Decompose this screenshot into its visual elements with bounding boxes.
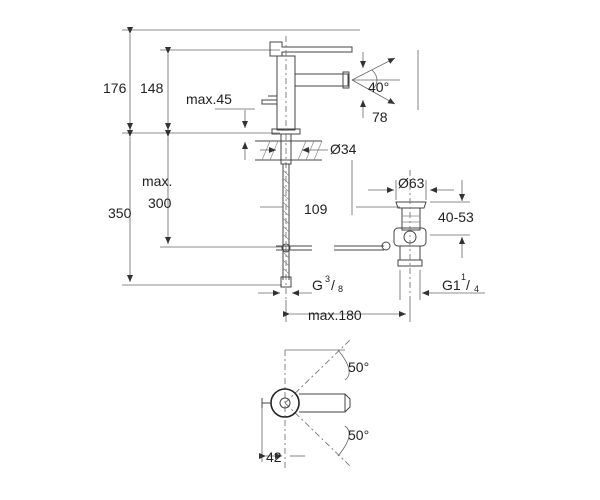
supply-hose bbox=[280, 164, 292, 288]
dim-109-line bbox=[260, 160, 400, 215]
label-34: Ø34 bbox=[330, 141, 357, 157]
label-148: 148 bbox=[140, 80, 164, 96]
label-350: 350 bbox=[108, 205, 132, 221]
svg-text:3: 3 bbox=[325, 274, 330, 284]
popup-rod bbox=[276, 241, 391, 253]
dim-max45-line bbox=[215, 108, 255, 160]
spout-angle-arrows bbox=[351, 50, 419, 118]
svg-text:/: / bbox=[331, 277, 335, 293]
label-4053: 40-53 bbox=[438, 209, 474, 225]
label-max45: max.45 bbox=[186, 91, 232, 107]
label-g38: G 3 / 8 bbox=[312, 274, 343, 294]
label-176: 176 bbox=[103, 80, 127, 96]
svg-text:G1: G1 bbox=[442, 277, 461, 293]
dim-180-line bbox=[283, 300, 411, 322]
svg-text:4: 4 bbox=[474, 284, 479, 294]
svg-text:G: G bbox=[312, 277, 323, 293]
deck-section bbox=[255, 133, 328, 165]
label-max: max. bbox=[142, 173, 172, 189]
dim-350-line bbox=[122, 130, 282, 286]
label-78: 78 bbox=[372, 109, 388, 125]
dim-63-line bbox=[368, 180, 454, 200]
label-max180: max.180 bbox=[308, 307, 362, 323]
svg-text:/: / bbox=[466, 277, 470, 293]
waste-assembly bbox=[393, 170, 427, 300]
label-40deg: 40° bbox=[368, 79, 389, 95]
label-63: Ø63 bbox=[398, 175, 425, 191]
dim-148-line bbox=[160, 47, 280, 130]
label-300: 300 bbox=[148, 195, 172, 211]
dim-300-line bbox=[160, 130, 282, 248]
label-109: 109 bbox=[304, 201, 328, 217]
label-50deg-bottom: 50° bbox=[348, 427, 369, 443]
svg-text:1: 1 bbox=[461, 272, 466, 282]
dim-176-line bbox=[122, 27, 360, 130]
dim-4053-line bbox=[430, 180, 470, 258]
label-g114: G1 1 / 4 bbox=[442, 272, 479, 294]
dim-g114-line bbox=[399, 270, 485, 300]
plan-view bbox=[259, 339, 351, 470]
label-50deg-top: 50° bbox=[348, 359, 369, 375]
svg-text:8: 8 bbox=[338, 284, 343, 294]
mixer-elevation bbox=[261, 36, 353, 300]
label-42: 42 bbox=[266, 449, 282, 465]
